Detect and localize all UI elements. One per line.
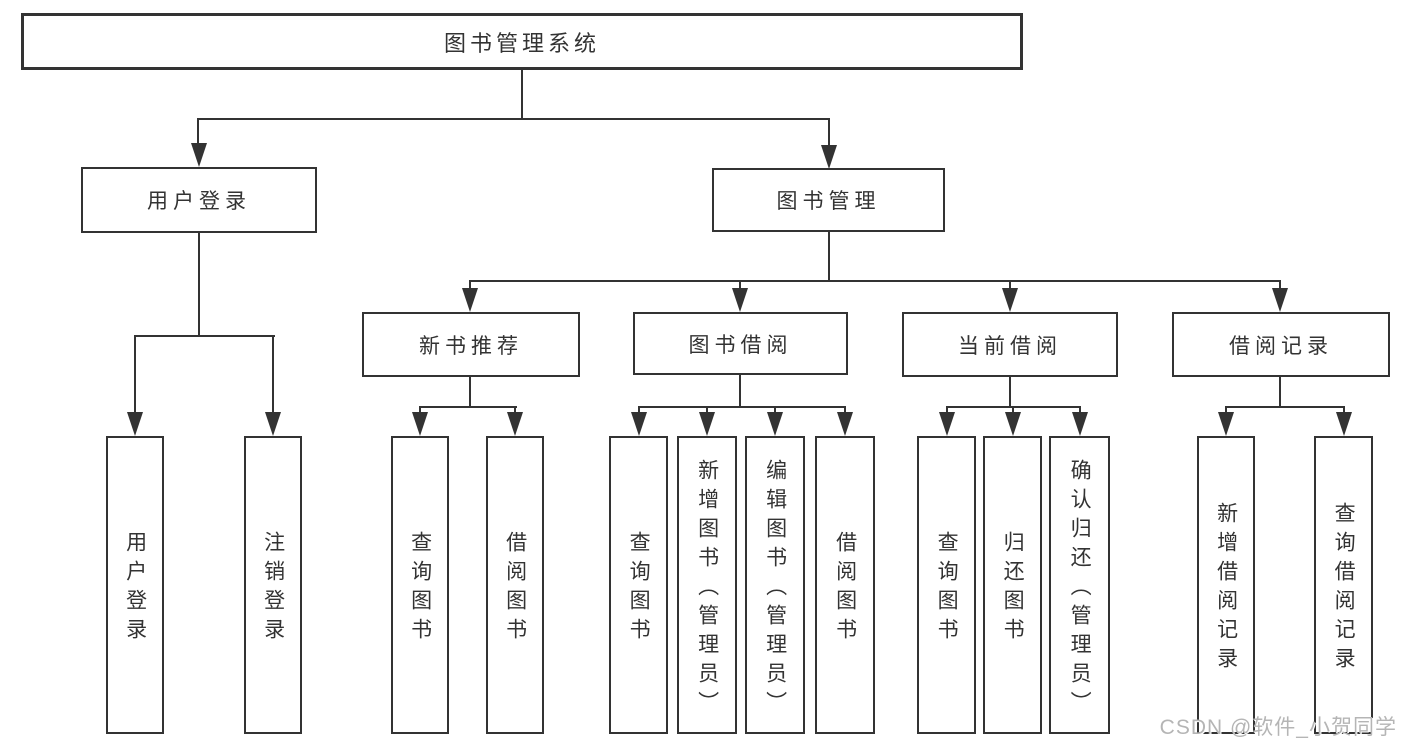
node-book-borrow: 图书借阅 [633,312,848,375]
arrowhead [939,412,955,436]
arrowhead [412,412,428,436]
leaf-logout-label: 注销登录 [261,531,285,647]
connector-line [272,335,274,415]
arrowhead [1005,412,1021,436]
arrowhead [837,412,853,436]
node-book-management: 图书管理 [712,168,945,232]
leaf-edit-book-admin-label: 编辑图书（管理员） [763,458,787,720]
arrowhead [631,412,647,436]
arrowhead [462,288,478,312]
leaf-borrow-query-book-label: 查询图书 [627,531,651,647]
connector-line [1009,280,1011,292]
connector-line [469,280,471,292]
arrowhead [699,412,715,436]
leaf-borrow-borrow-book-label: 借阅图书 [833,531,857,647]
arrowhead [1336,412,1352,436]
leaf-add-borrow-record: 新增借阅记录 [1197,436,1255,734]
connector-line [134,335,275,337]
leaf-confirm-return-admin-label: 确认归还（管理员） [1068,458,1092,720]
connector-line [1279,377,1281,408]
node-borrow-record-label: 借阅记录 [1229,334,1333,358]
connector-line [1009,377,1011,408]
leaf-recommend-query-book: 查询图书 [391,436,449,734]
leaf-add-book-admin: 新增图书（管理员） [677,436,737,734]
connector-line [638,406,846,408]
leaf-borrow-borrow-book: 借阅图书 [815,436,875,734]
leaf-current-query-book-label: 查询图书 [935,531,959,647]
node-new-book-recommend: 新书推荐 [362,312,580,377]
arrowhead [1072,412,1088,436]
node-current-borrow: 当前借阅 [902,312,1118,377]
leaf-current-query-book: 查询图书 [917,436,976,734]
node-book-borrow-label: 图书借阅 [688,333,793,357]
leaf-add-borrow-record-label: 新增借阅记录 [1214,502,1238,676]
leaf-return-book: 归还图书 [983,436,1042,734]
arrowhead [265,412,281,436]
connector-line [197,118,830,120]
arrowhead [507,412,523,436]
connector-line [828,118,830,148]
arrowhead [732,288,748,312]
connector-line [828,232,830,282]
connector-line [1225,406,1345,408]
node-user-login: 用户登录 [81,167,317,233]
leaf-logout: 注销登录 [244,436,302,734]
leaf-recommend-borrow-book: 借阅图书 [486,436,544,734]
arrowhead [1272,288,1288,312]
leaf-user-login-label: 用户登录 [123,531,147,647]
connector-line [134,335,136,415]
node-borrow-record: 借阅记录 [1172,312,1390,377]
leaf-recommend-query-book-label: 查询图书 [408,531,432,647]
leaf-add-book-admin-label: 新增图书（管理员） [695,458,719,720]
node-book-management-label: 图书管理 [776,190,881,213]
node-user-login-label: 用户登录 [147,190,251,213]
arrowhead [191,143,207,167]
node-new-book-recommend-label: 新书推荐 [419,334,523,358]
connector-line [419,406,517,408]
leaf-return-book-label: 归还图书 [1001,531,1025,647]
leaf-user-login: 用户登录 [106,436,164,734]
leaf-query-borrow-record-label: 查询借阅记录 [1332,502,1356,676]
arrowhead [767,412,783,436]
node-library-system-label: 图书管理系统 [443,30,600,56]
node-library-system: 图书管理系统 [21,13,1023,70]
csdn-watermark: CSDN @软件_小贺同学 [1159,716,1397,739]
connector-line [469,377,471,408]
node-current-borrow-label: 当前借阅 [958,334,1062,358]
connector-line [469,280,1281,282]
leaf-confirm-return-admin: 确认归还（管理员） [1049,436,1110,734]
connector-line [739,374,741,408]
arrowhead [127,412,143,436]
leaf-query-borrow-record: 查询借阅记录 [1314,436,1373,734]
leaf-recommend-borrow-book-label: 借阅图书 [503,531,527,647]
arrowhead [821,145,837,169]
leaf-edit-book-admin: 编辑图书（管理员） [745,436,805,734]
arrowhead [1218,412,1234,436]
arrowhead [1002,288,1018,312]
connector-line [521,70,523,118]
leaf-borrow-query-book: 查询图书 [609,436,668,734]
connector-line [739,280,741,292]
connector-line [197,118,199,146]
connector-line [198,233,200,337]
connector-line [1279,280,1281,292]
